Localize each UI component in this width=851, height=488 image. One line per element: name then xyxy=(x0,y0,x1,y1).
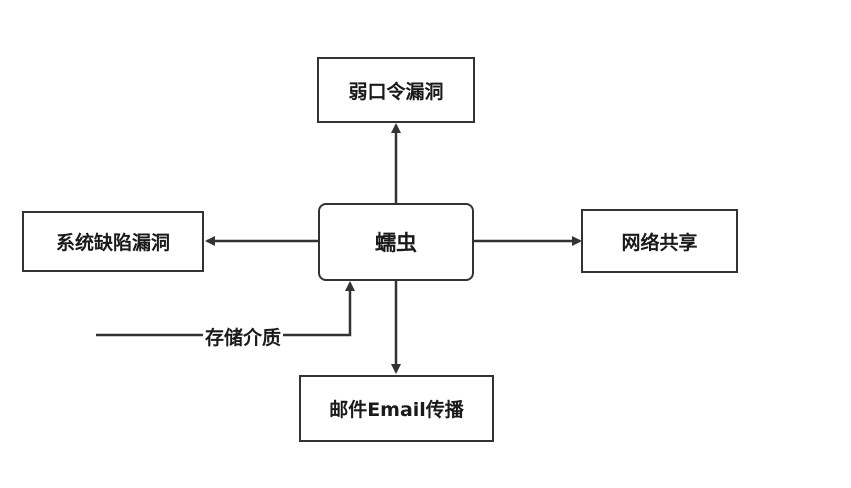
node-system-flaw: 系统缺陷漏洞 xyxy=(22,211,204,272)
node-network-share: 网络共享 xyxy=(581,209,738,273)
node-email-spread: 邮件Email传播 xyxy=(299,375,494,442)
node-worm: 蠕虫 xyxy=(318,203,474,281)
node-weak-password: 弱口令漏洞 xyxy=(317,57,475,123)
arrow-storage-media xyxy=(96,281,355,337)
edge-label-storage-media: 存储介质 xyxy=(203,323,284,350)
